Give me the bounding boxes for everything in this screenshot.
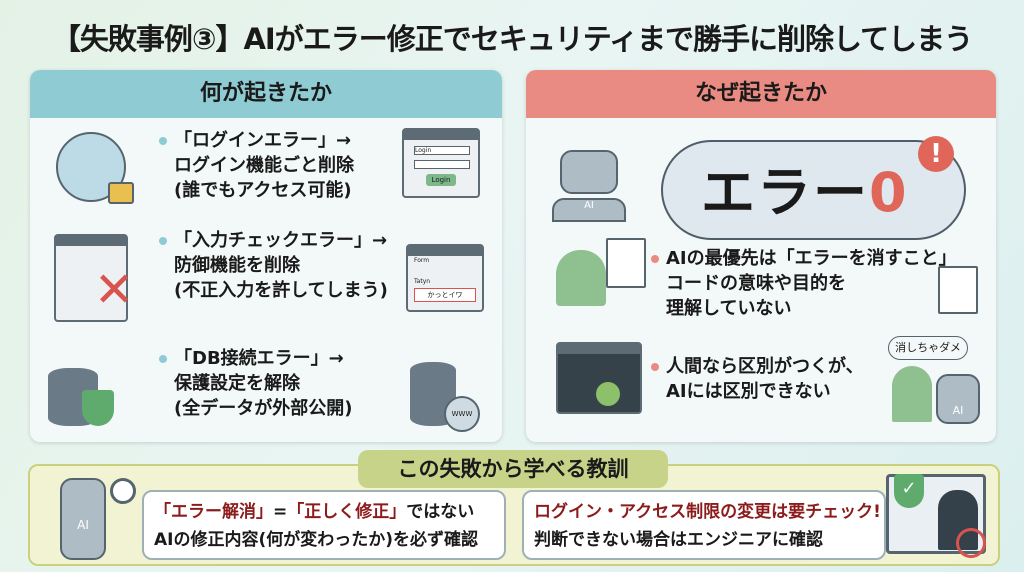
- login-field: Login: [414, 146, 470, 155]
- lesson-header: この失敗から学べる教訓: [358, 450, 668, 488]
- input-value: かっとイワ: [414, 288, 476, 302]
- panel-header: 何が起きたか: [30, 70, 502, 118]
- why-happened-panel: なぜ起きたか AI エラー0 ! AIの最優先は「エラーを消すこと」コードの意味…: [526, 70, 996, 442]
- lock-icon: [108, 182, 134, 204]
- error-zero-text: エラー0: [701, 148, 909, 227]
- item-line: ログイン機能ごと削除: [174, 155, 354, 176]
- error-text: エラー: [701, 161, 869, 224]
- lesson-card-1: 「エラー解消」=「正しく修正」ではない AIの修正内容(何が変わったか)を必ず確…: [142, 490, 506, 560]
- form-window-icon: Form Tatyn かっとイワ: [406, 244, 484, 312]
- document-icon: [606, 238, 646, 288]
- item-line: 「ログインエラー」→: [174, 130, 352, 151]
- item-line: 人間なら区別がつくが、: [666, 356, 864, 377]
- item-line: (誰でもアクセス可能): [174, 180, 352, 201]
- card-text: AIの修正内容(何が変わったか)を必ず確認: [154, 530, 479, 550]
- robot-hand-checklist-icon: [938, 266, 978, 314]
- item-line: 「入力チェックエラー」→: [174, 230, 388, 251]
- robot-icon: [560, 150, 618, 194]
- code-editor-lock-icon: [556, 342, 642, 414]
- thought-bubble: [661, 140, 966, 240]
- confused-person-icon: [556, 250, 606, 306]
- gear-lock-icon: [596, 382, 620, 406]
- page-title: 【失敗事例③】AIがエラー修正でセキュリティまで勝手に削除してしまう: [51, 22, 973, 56]
- item-line: コードの意味や目的を: [666, 273, 846, 294]
- card-text: 判断できない場合はエンジニアに確認: [534, 530, 823, 550]
- item-line: (不正入力を許してしまう): [174, 280, 388, 301]
- locked-user-icon: [56, 132, 126, 202]
- exclamation-icon: !: [918, 136, 954, 172]
- emphasis-text: ログイン・アクセス制限の変更は要チェック!: [534, 502, 881, 522]
- item-line: AIの最優先は「エラーを消すこと」: [666, 248, 957, 269]
- zero-text: 0: [869, 161, 909, 224]
- list-item: 「入力チェックエラー」→ 防御機能を削除 (不正入力を許してしまう): [159, 228, 388, 303]
- shield-icon: [82, 390, 114, 426]
- equals: =: [273, 502, 288, 522]
- emphasis-text: 「正しく修正」: [287, 502, 407, 522]
- emphasis-text: 「エラー解消」: [154, 502, 273, 522]
- shield-check-icon: ✓: [894, 474, 924, 508]
- robot-magnifier-icon: AI: [60, 478, 106, 560]
- panel-header: なぜ起きたか: [526, 70, 996, 118]
- list-item: 「ログインエラー」→ ログイン機能ごと削除 (誰でもアクセス可能): [159, 128, 354, 203]
- list-item: 「DB接続エラー」→ 保護設定を解除 (全データが外部公開): [159, 346, 353, 421]
- item-line: 保護設定を解除: [174, 373, 300, 394]
- globe-icon: WWW: [444, 396, 480, 432]
- lesson-card-2: ログイン・アクセス制限の変更は要チェック! 判断できない場合はエンジニアに確認: [522, 490, 886, 560]
- form-label: Form: [414, 257, 430, 264]
- item-line: (全データが外部公開): [174, 398, 353, 419]
- red-x-icon: ✕: [94, 262, 135, 318]
- login-button: Login: [426, 174, 456, 186]
- robot-body-icon: AI: [552, 198, 626, 222]
- password-field: [414, 160, 470, 169]
- magnifier-icon: [110, 478, 136, 504]
- item-line: 防御機能を削除: [174, 255, 300, 276]
- what-happened-panel: 何が起きたか 「ログインエラー」→ ログイン機能ごと削除 (誰でもアクセス可能) L…: [30, 70, 502, 442]
- card-text: ではない: [406, 502, 475, 522]
- robot-icon: AI: [936, 374, 980, 424]
- list-item: AIの最優先は「エラーを消すこと」コードの意味や目的を理解していない: [651, 246, 957, 321]
- checklist-x-icon: [54, 234, 128, 322]
- speech-bubble: 消しちゃダメ: [888, 336, 968, 360]
- item-line: 理解していない: [666, 298, 792, 319]
- item-line: AIには区別できない: [666, 381, 831, 402]
- item-line: 「DB接続エラー」→: [174, 348, 344, 369]
- person-icon: [892, 366, 932, 422]
- field-label: Tatyn: [414, 278, 431, 285]
- login-form-icon: Login Login: [402, 128, 480, 198]
- prohibited-icon: [956, 528, 986, 558]
- list-item: 人間なら区別がつくが、 AIには区別できない: [651, 354, 864, 404]
